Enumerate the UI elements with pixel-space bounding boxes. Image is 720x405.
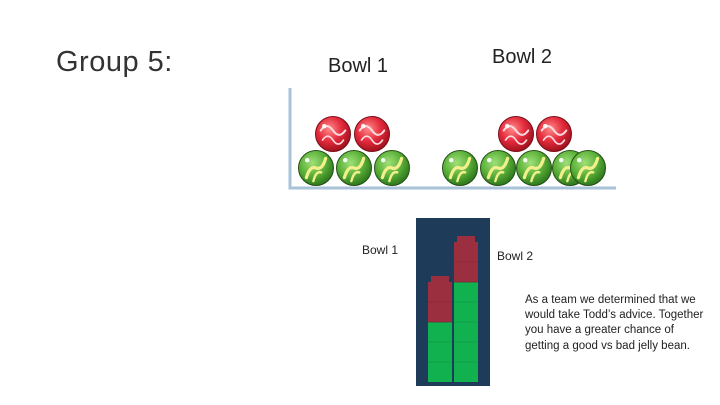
block-stacks-image [428,236,478,382]
group-title: Group 5: [56,46,173,78]
bowl2-marbles [442,116,606,186]
block-stud [457,236,475,242]
bowl2-block-stack [454,236,478,382]
red-marble [354,116,390,152]
green-blocks [428,322,452,382]
green-marble [298,150,334,186]
green-marble [570,150,606,186]
green-marble [480,150,516,186]
conclusion-text: As a team we determined that we would ta… [525,294,704,352]
green-marble [336,150,372,186]
bowl2-title: Bowl 2 [492,46,553,68]
green-blocks [454,282,478,382]
red-marble [536,116,572,152]
bowl1-marbles [298,116,410,186]
red-marble [315,116,351,152]
bowl-outline [288,88,616,190]
red-marble [498,116,534,152]
block-stud [431,276,449,282]
bowl1-block-stack [428,276,452,382]
marble-bowls-image [288,88,616,190]
green-marble [516,150,552,186]
bowl1-title: Bowl 1 [328,55,389,77]
stack2-label: Bowl 2 [497,249,534,263]
block-stack-panel [416,218,490,386]
green-marble [374,150,410,186]
stack1-label: Bowl 1 [362,243,399,257]
green-marble [442,150,478,186]
